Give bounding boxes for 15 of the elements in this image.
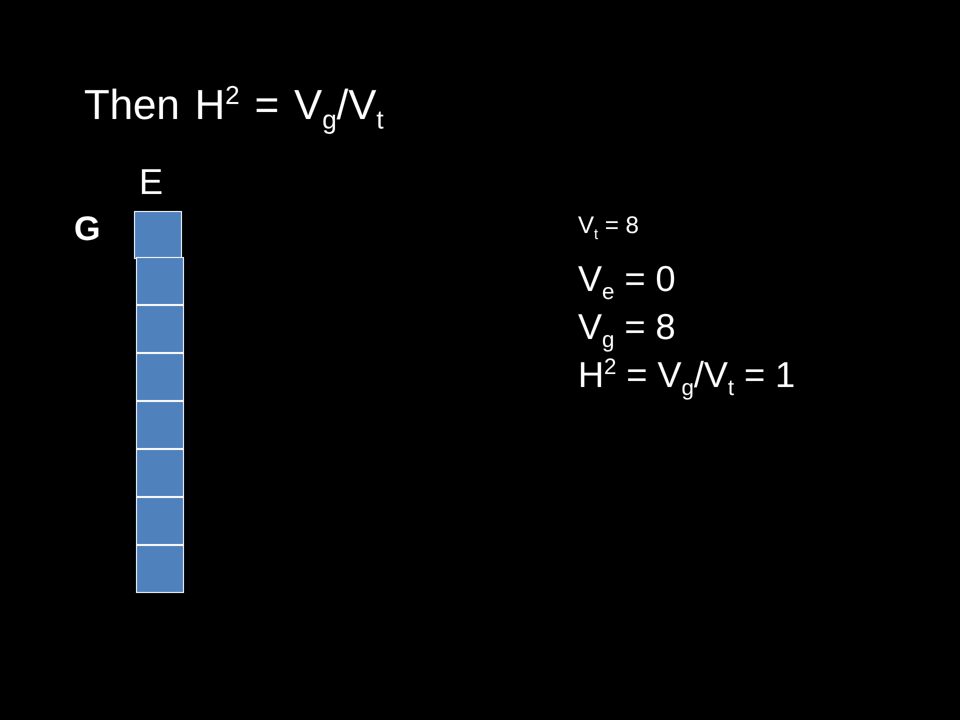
equation-text: V$_{g}$ = 8 — [578, 307, 676, 352]
stacked-square — [136, 401, 184, 449]
stacked-square — [136, 305, 184, 353]
stacked-square — [136, 353, 184, 401]
row-letter: G — [74, 210, 102, 250]
equation-text: H$^{2}$ = V$_{g}$/V$_{t}$ = 1 — [578, 355, 796, 400]
equation-text: V$_{e}$ = 0 — [578, 259, 676, 304]
column-letter: E — [139, 162, 164, 204]
stacked-square — [136, 545, 184, 593]
equation-text: V$_{t}$ = 8 — [578, 213, 640, 243]
stacked-square — [134, 211, 182, 259]
slide-title: Then H$^{2}$ = V$_{g}$/V$_{t}$ — [84, 82, 385, 134]
stacked-square — [136, 497, 184, 545]
stacked-square — [136, 449, 184, 497]
stacked-square — [136, 257, 184, 305]
